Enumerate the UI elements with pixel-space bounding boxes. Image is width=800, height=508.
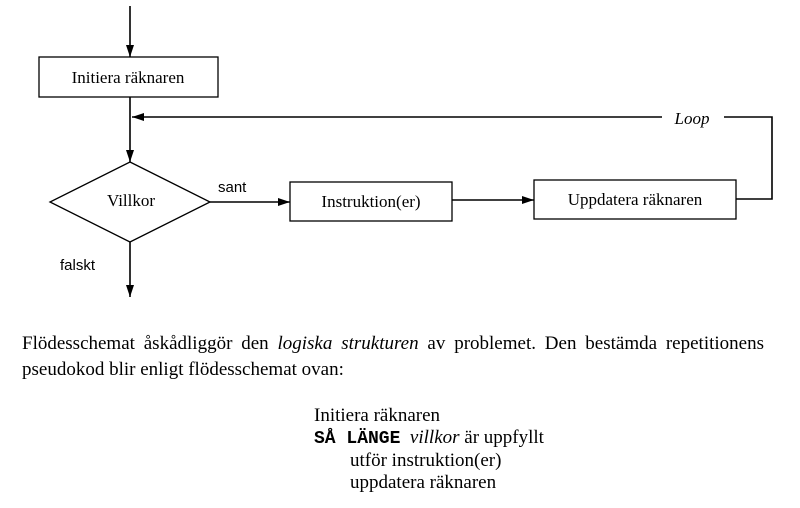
condition-label: Villkor: [107, 191, 155, 210]
loop-back-line: [724, 116, 773, 200]
pseudocode-line-4: uppdatera räknaren: [350, 472, 497, 493]
true-label: sant: [218, 179, 247, 196]
pseudocode-keyword: SÅ LÄNGE: [314, 429, 401, 449]
update-box-label: Uppdatera räknaren: [568, 190, 703, 209]
pseudocode-condition-rest: är uppfyllt: [464, 427, 544, 448]
pseudocode-line-3: utför instruktion(er): [350, 450, 502, 471]
pseudocode-line-1: Initiera räknaren: [314, 405, 441, 426]
init-box: [38, 56, 219, 98]
pseudocode-line-2: SÅ LÄNGE villkor är uppfyllt: [314, 427, 544, 450]
paragraph-emphasis: logiska strukturen: [277, 333, 419, 354]
instruction-box-label: Instruktion(er): [321, 192, 420, 211]
init-box-label: Initiera räknaren: [72, 68, 185, 87]
loop-label: Loop: [674, 109, 710, 128]
false-label: falskt: [60, 257, 96, 274]
pseudocode-condition: villkor: [409, 427, 460, 448]
paragraph-text-start: Flödesschemat åskådliggör den: [22, 333, 278, 354]
paragraph-text-end: av problemet. Den bestämda repetitionens…: [22, 333, 764, 380]
pseudocode-block: Initiera räknaren SÅ LÄNGE villkor är up…: [314, 405, 544, 494]
instruction-box: [289, 181, 453, 222]
explanation-paragraph: Flödesschemat åskådliggör den logiska st…: [22, 331, 764, 383]
update-box: [533, 179, 737, 220]
flowchart: Initiera räknaren Loop Villkor sant Inst…: [38, 6, 773, 297]
